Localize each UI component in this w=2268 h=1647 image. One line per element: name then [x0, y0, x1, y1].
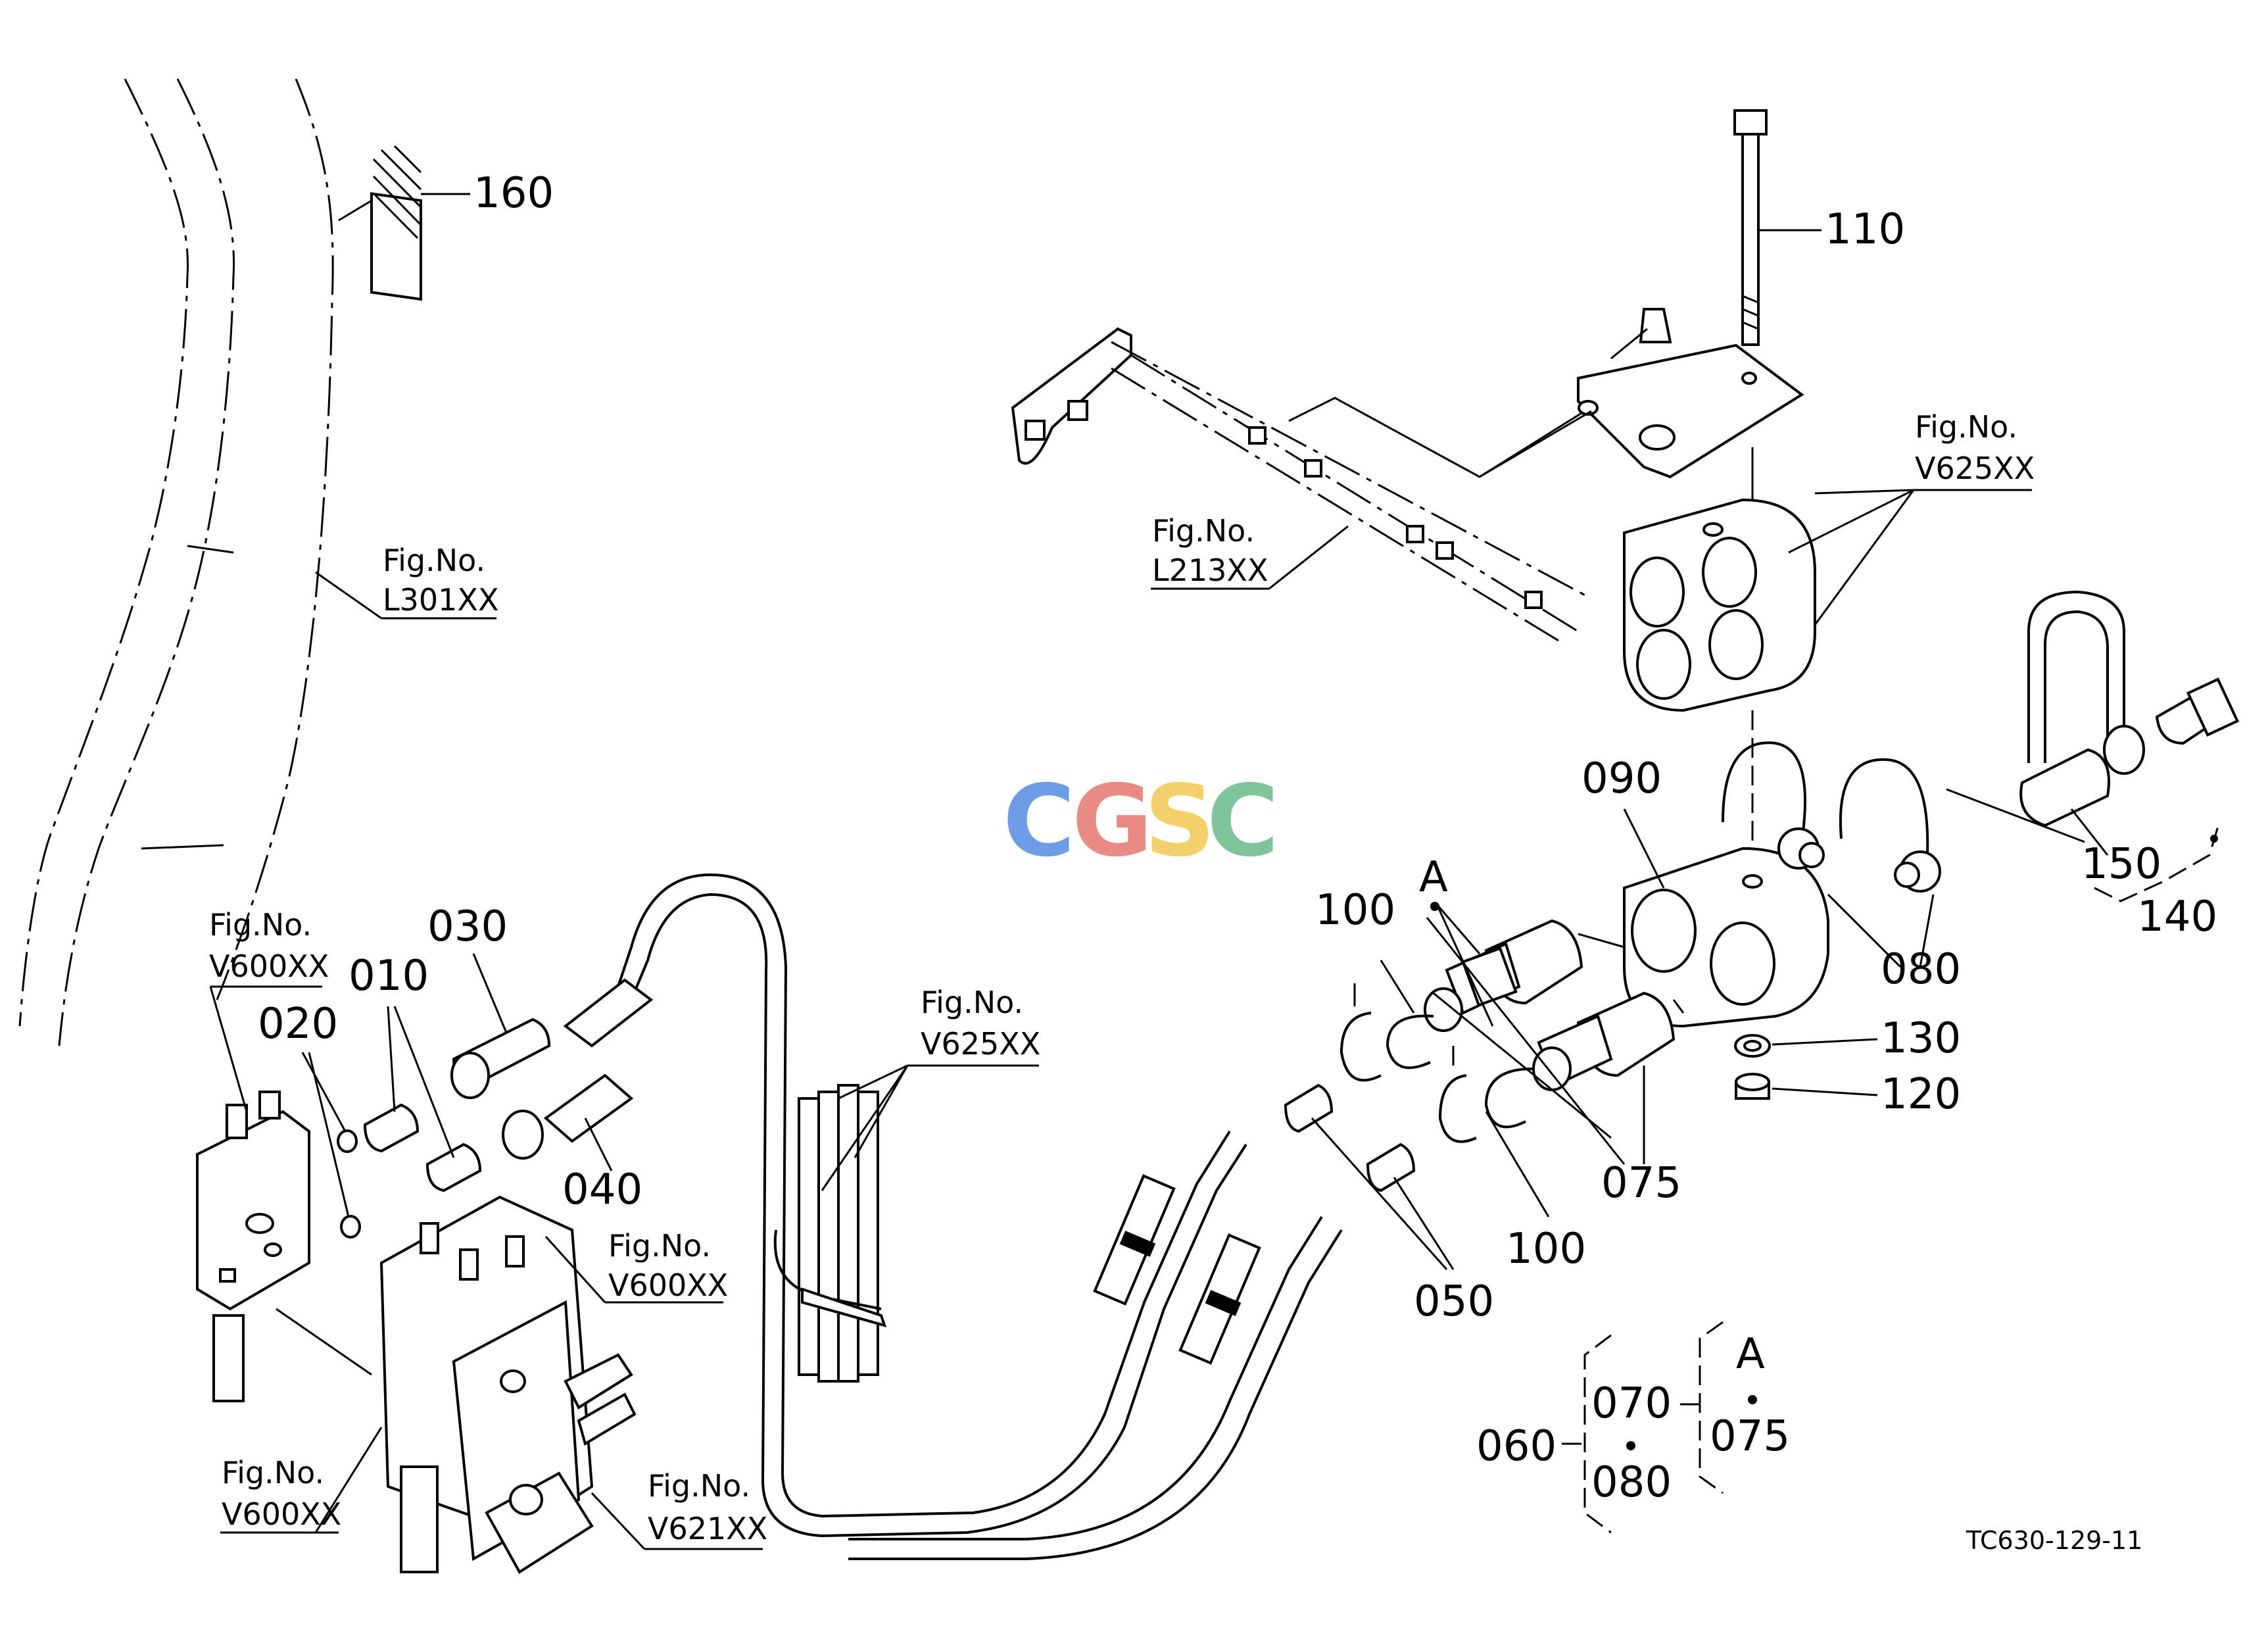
callout-090: 090 [1581, 754, 1662, 803]
fig-ref-prefix-v625-top: Fig.No. [1915, 409, 2017, 445]
marker-a-top: A [1419, 853, 1448, 902]
fig-ref-v625-mid: V625XX [921, 1026, 1040, 1062]
fig-ref-prefix-v621: Fig.No. [648, 1468, 750, 1504]
callout-100-top: 100 [1315, 886, 1395, 935]
coupler-140 [2094, 677, 2240, 902]
fig-ref-v600-b: V600XX [608, 1267, 728, 1303]
callout-060: 060 [1476, 1422, 1556, 1471]
fig-ref-prefix-l213: Fig.No. [1152, 513, 1255, 549]
callout-020: 020 [258, 1000, 338, 1048]
watermark-logo: C G S C [1003, 764, 1279, 879]
callout-080-top: 080 [1881, 945, 1961, 994]
dust-caps-080 [1722, 741, 1941, 968]
fig-ref-prefix-l301: Fig.No. [383, 543, 485, 578]
hose-030-040 [450, 978, 654, 1160]
o-rings-020 [337, 1129, 361, 1239]
control-valve-upper [196, 1091, 310, 1402]
callout-160: 160 [473, 169, 554, 218]
callout-040: 040 [562, 1166, 642, 1214]
clamp-bundle [773, 1084, 887, 1383]
callout-070: 070 [1591, 1379, 1672, 1428]
adapters-010 [363, 1103, 482, 1192]
callout-075-bottom: 075 [1710, 1412, 1790, 1461]
fender-outline [18, 78, 372, 1046]
watermark-letter-s: S [1144, 764, 1215, 879]
callout-050: 050 [1414, 1277, 1494, 1326]
fig-ref-prefix-v600-a: Fig.No. [209, 907, 312, 943]
fig-ref-l213: L213XX [1152, 553, 1268, 588]
fig-ref-v600-a: V600XX [209, 948, 329, 984]
bolt-110 [1733, 109, 1822, 346]
callout-150: 150 [2081, 840, 2161, 889]
fig-ref-v600-c: V600XX [222, 1496, 341, 1532]
hydraulic-hoses [617, 873, 1343, 1560]
figure-references: Fig.No. L301XX Fig.No. L213XX Fig.No. V6… [209, 409, 2035, 1546]
watermark-letter-g: G [1072, 764, 1153, 879]
watermark-letter-c2: C [1207, 764, 1279, 879]
callout-labels: 160 110 090 100 A 150 140 080 130 120 07… [258, 169, 2217, 1507]
watermark-letter-c1: C [1003, 764, 1075, 879]
leader-lines [209, 489, 2085, 1550]
fig-ref-v625-top: V625XX [1915, 451, 2035, 486]
retaining-rings-100 [1339, 983, 1533, 1143]
fig-ref-prefix-v600-b: Fig.No. [608, 1228, 711, 1264]
washer-130 [1734, 1034, 1878, 1058]
callout-140: 140 [2137, 893, 2217, 941]
callout-120: 120 [1881, 1070, 1961, 1119]
kit-brackets [1562, 1321, 1724, 1534]
control-valve-lower [379, 1195, 637, 1574]
nut-120 [1735, 1073, 1878, 1100]
callout-080-bottom: 080 [1591, 1458, 1672, 1507]
holder-090 [1623, 710, 1829, 1028]
upper-holder-block [1623, 447, 1816, 712]
callout-030: 030 [427, 902, 508, 951]
callout-010: 010 [349, 952, 429, 1000]
mount-bracket [1011, 327, 1592, 646]
callout-075: 075 [1601, 1159, 1681, 1208]
holder-plate [1479, 308, 1804, 479]
marker-a-bottom: A [1736, 1330, 1765, 1379]
callout-110: 110 [1825, 205, 1905, 254]
quick-couplers-075 [1424, 919, 1685, 1091]
shackle-150 [2019, 590, 2145, 856]
fig-ref-v621: V621XX [648, 1511, 767, 1546]
callout-130: 130 [1881, 1014, 1961, 1063]
fig-ref-prefix-v600-c: Fig.No. [222, 1455, 324, 1490]
diagram-code: TC630-129-11 [1966, 1526, 2142, 1555]
adapters-050 [1284, 1083, 1416, 1192]
decal-160 [370, 145, 470, 301]
fig-ref-prefix-v625-mid: Fig.No. [921, 985, 1023, 1020]
callout-100-bottom: 100 [1506, 1225, 1586, 1273]
fig-ref-l301: L301XX [383, 582, 498, 618]
